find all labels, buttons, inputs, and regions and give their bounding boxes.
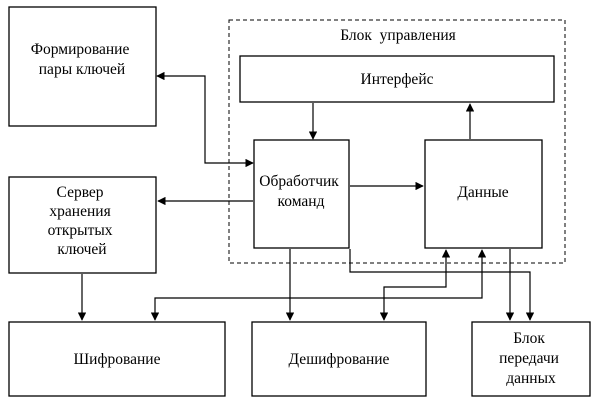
encrypt-label: Шифрование bbox=[74, 351, 161, 368]
data-block: Данные bbox=[424, 139, 543, 249]
keyserver-block: Сервер хранения открытых ключей bbox=[8, 176, 157, 274]
handler-to-transmit-arrow bbox=[349, 249, 535, 321]
keygen-label: Формирование пары ключей bbox=[31, 41, 133, 78]
handler-block: Обработчик команд bbox=[253, 139, 350, 249]
data-label: Данные bbox=[457, 184, 508, 201]
control-unit-title: Блок управления bbox=[340, 27, 456, 44]
decrypt-block: Дешифрование bbox=[251, 321, 427, 397]
decrypt-to-data-arrow bbox=[379, 249, 451, 321]
interface-label: Интерфейс bbox=[361, 71, 434, 88]
decrypt-label: Дешифрование bbox=[289, 351, 390, 368]
encrypt-to-data-arrow bbox=[150, 249, 487, 321]
handler-label: Обработчик команд bbox=[259, 173, 342, 210]
interface-block: Интерфейс bbox=[239, 55, 555, 103]
keyserver-label: Сервер хранения открытых ключей bbox=[48, 184, 117, 258]
encrypt-block: Шифрование bbox=[8, 321, 226, 397]
keygen-block: Формирование пары ключей bbox=[8, 6, 157, 127]
transmit-label: Блок передачи данных bbox=[499, 330, 563, 387]
transmit-block: Блок передачи данных bbox=[471, 321, 591, 397]
keygen-handler-arrow bbox=[156, 71, 254, 168]
